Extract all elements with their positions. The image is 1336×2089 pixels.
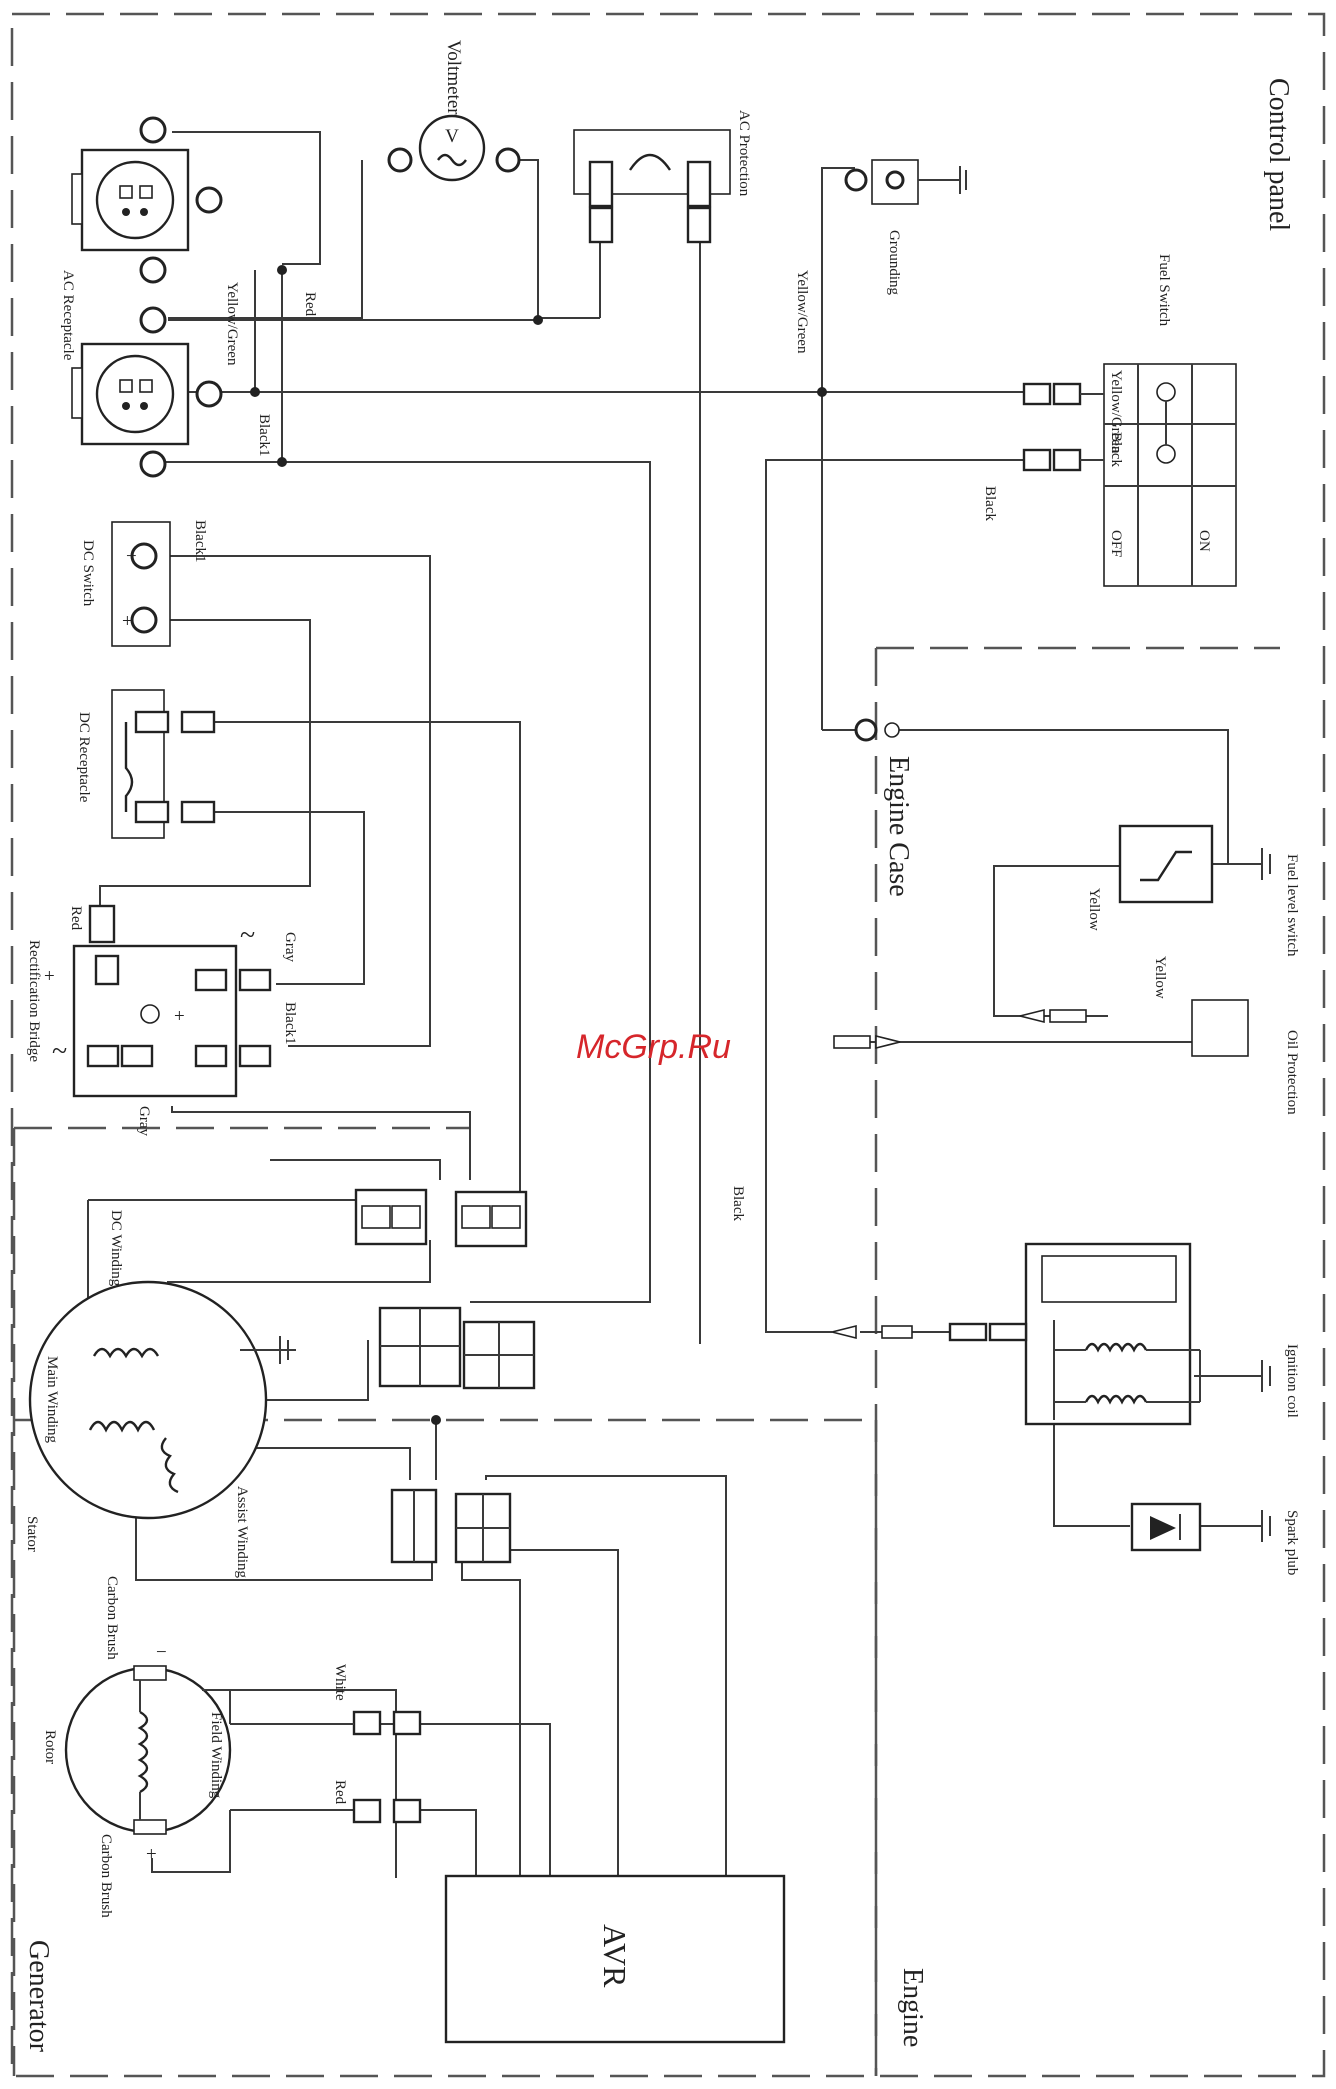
ac-protection-label: AC Protection	[736, 110, 752, 197]
avr-symbol: AVR	[444, 1874, 786, 2044]
dc-switch-plus: +	[122, 611, 133, 632]
bridge-plus: +	[44, 966, 55, 987]
brush-plus: +	[146, 1844, 157, 1865]
rectification-bridge-label: Rectification Bridge	[26, 940, 42, 1062]
wire-yellow-green-2: Yellow/Green	[794, 270, 810, 354]
fuel-level-switch-label: Fuel level switch	[1284, 854, 1300, 957]
main-winding-label: Main Winding	[44, 1356, 60, 1444]
wire-black1-rect: Black1	[282, 1002, 298, 1045]
ignition-coil-symbol: Ignition coil Spark plub	[831, 1242, 1300, 1575]
rotor-label: Rotor	[42, 1730, 58, 1764]
fuel-switch-header-2: Black	[1108, 432, 1124, 467]
bridge-ac-left: ~	[52, 1036, 67, 1067]
fuel-switch-symbol: Yellow/Green Black OFF ON Fuel Switch	[1022, 254, 1237, 587]
stator-symbol: DC Winding Main Winding Stator Assist Wi…	[24, 1210, 289, 1579]
bridge-diode-mark: +	[174, 1006, 185, 1027]
ignition-coil-label: Ignition coil	[1284, 1344, 1300, 1418]
ac-receptacle-label: AC Receptacle	[60, 270, 76, 361]
watermark: McGrp.Ru	[576, 1028, 731, 1066]
brush-minus: −	[156, 1642, 167, 1663]
wire-red-rect: Red	[68, 906, 84, 931]
stator-label: Stator	[24, 1516, 40, 1552]
wire-yellow-1: Yellow	[1086, 888, 1102, 931]
dc-switch-symbol: − + DC Switch	[80, 521, 171, 647]
rotor-symbol: − + Carbon Brush Rotor Field Winding Car…	[42, 1576, 422, 1918]
wire-labels: Yellow/Green Red Black1 Yellow/Green Bla…	[68, 270, 1168, 1805]
wire-gray-1: Gray	[282, 932, 298, 962]
fuel-level-switch-symbol: Fuel level switch	[1118, 824, 1300, 957]
wire-black1-dc: Black1	[192, 520, 208, 563]
oil-protection-label: Oil Protection	[1284, 1030, 1300, 1115]
junction-dots	[235, 265, 827, 1425]
assist-winding-label: Assist Winding	[234, 1486, 250, 1579]
wire-yellow-2: Yellow	[1152, 956, 1168, 999]
region-labels: Control panel Engine Case Generator Engi…	[23, 78, 1294, 2053]
dc-switch-minus: −	[126, 546, 137, 567]
region-engine: Engine	[897, 1968, 928, 2047]
field-winding-label: Field Winding	[208, 1712, 224, 1799]
voltmeter-label: Voltmeter	[443, 40, 464, 115]
rectification-bridge-symbol: + ~ ~ + Rectification Bridge	[26, 904, 272, 1098]
dc-switch-label: DC Switch	[80, 540, 96, 607]
wire-red-1: Red	[302, 292, 318, 317]
wire-black-2: Black	[982, 486, 998, 521]
grounding-symbol: Grounding	[844, 159, 967, 295]
dc-receptacle-label: DC Receptacle	[76, 712, 92, 803]
fuel-switch-header-1: Yellow/Green	[1108, 370, 1124, 454]
dc-receptacle-symbol: DC Receptacle	[76, 689, 216, 839]
dc-winding-label: DC Winding	[108, 1210, 124, 1287]
region-control-panel: Control panel	[1263, 78, 1294, 231]
avr-label: AVR	[597, 1924, 633, 1988]
wire-yellow-green-1: Yellow/Green	[224, 282, 240, 366]
wire-red-rotor: Red	[332, 1780, 348, 1805]
fuel-switch-off: OFF	[1108, 530, 1124, 558]
spark-plug-label: Spark plub	[1284, 1510, 1300, 1575]
bridge-ac-right: ~	[240, 920, 255, 951]
carbon-brush-bottom-label: Carbon Brush	[98, 1834, 114, 1918]
region-engine-case: Engine Case	[883, 756, 914, 897]
voltmeter-v: V	[445, 126, 459, 147]
grounding-label: Grounding	[886, 230, 902, 295]
wire-gray-2: Gray	[136, 1106, 152, 1136]
wires	[87, 131, 1262, 1878]
carbon-brush-top-label: Carbon Brush	[104, 1576, 120, 1660]
ac-receptacle-symbol: AC Receptacle	[60, 116, 223, 478]
outer-border	[10, 12, 1326, 2078]
region-generator: Generator	[23, 1940, 54, 2053]
generator-connectors	[354, 1188, 536, 1564]
ac-protection-symbol: AC Protection	[573, 110, 752, 244]
voltmeter-symbol: V Voltmeter	[387, 40, 521, 182]
wire-black-3: Black	[730, 1186, 746, 1221]
wire-white: White	[332, 1664, 348, 1701]
fuel-switch-on: ON	[1196, 530, 1212, 552]
engine-case-ground	[854, 718, 900, 742]
fuel-switch-label: Fuel Switch	[1156, 254, 1172, 327]
oil-protection-symbol: Oil Protection	[833, 999, 1300, 1115]
wire-black-1: Black1	[256, 414, 272, 457]
